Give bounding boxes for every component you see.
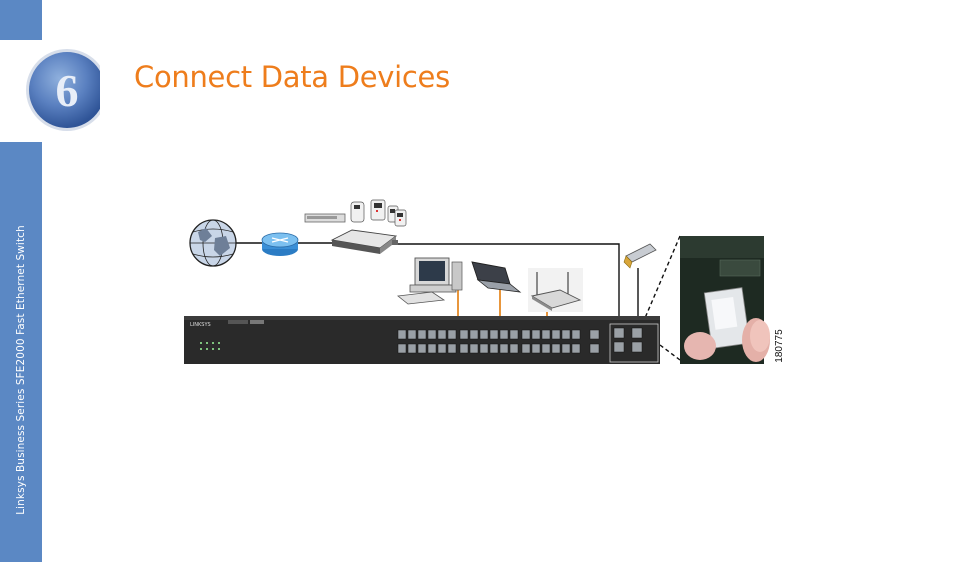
step-number: 6 (56, 65, 79, 116)
figure-number: 180775 (774, 329, 785, 363)
step-badge: 6 (0, 40, 100, 142)
router-icon (261, 232, 299, 256)
switch-ports (397, 327, 643, 354)
sfp-insertion-photo (680, 236, 770, 364)
sfp-module-icon (623, 243, 657, 269)
laptop-icon (471, 261, 522, 293)
switch-brand-logo: LINKSYS (190, 322, 211, 328)
zoom-line-top (644, 235, 681, 319)
desktop-computer-icon (397, 257, 463, 305)
internet-globe-icon (189, 219, 237, 267)
step-circle (29, 52, 100, 128)
cable-router-to-uplink (398, 243, 620, 322)
wireless-access-point-icon (528, 268, 583, 312)
page-title: Connect Data Devices (134, 60, 450, 94)
zoom-line-bottom (659, 344, 681, 361)
ip-pbx-icon (304, 199, 407, 254)
sfe2000-switch: LINKSYS (184, 316, 660, 364)
